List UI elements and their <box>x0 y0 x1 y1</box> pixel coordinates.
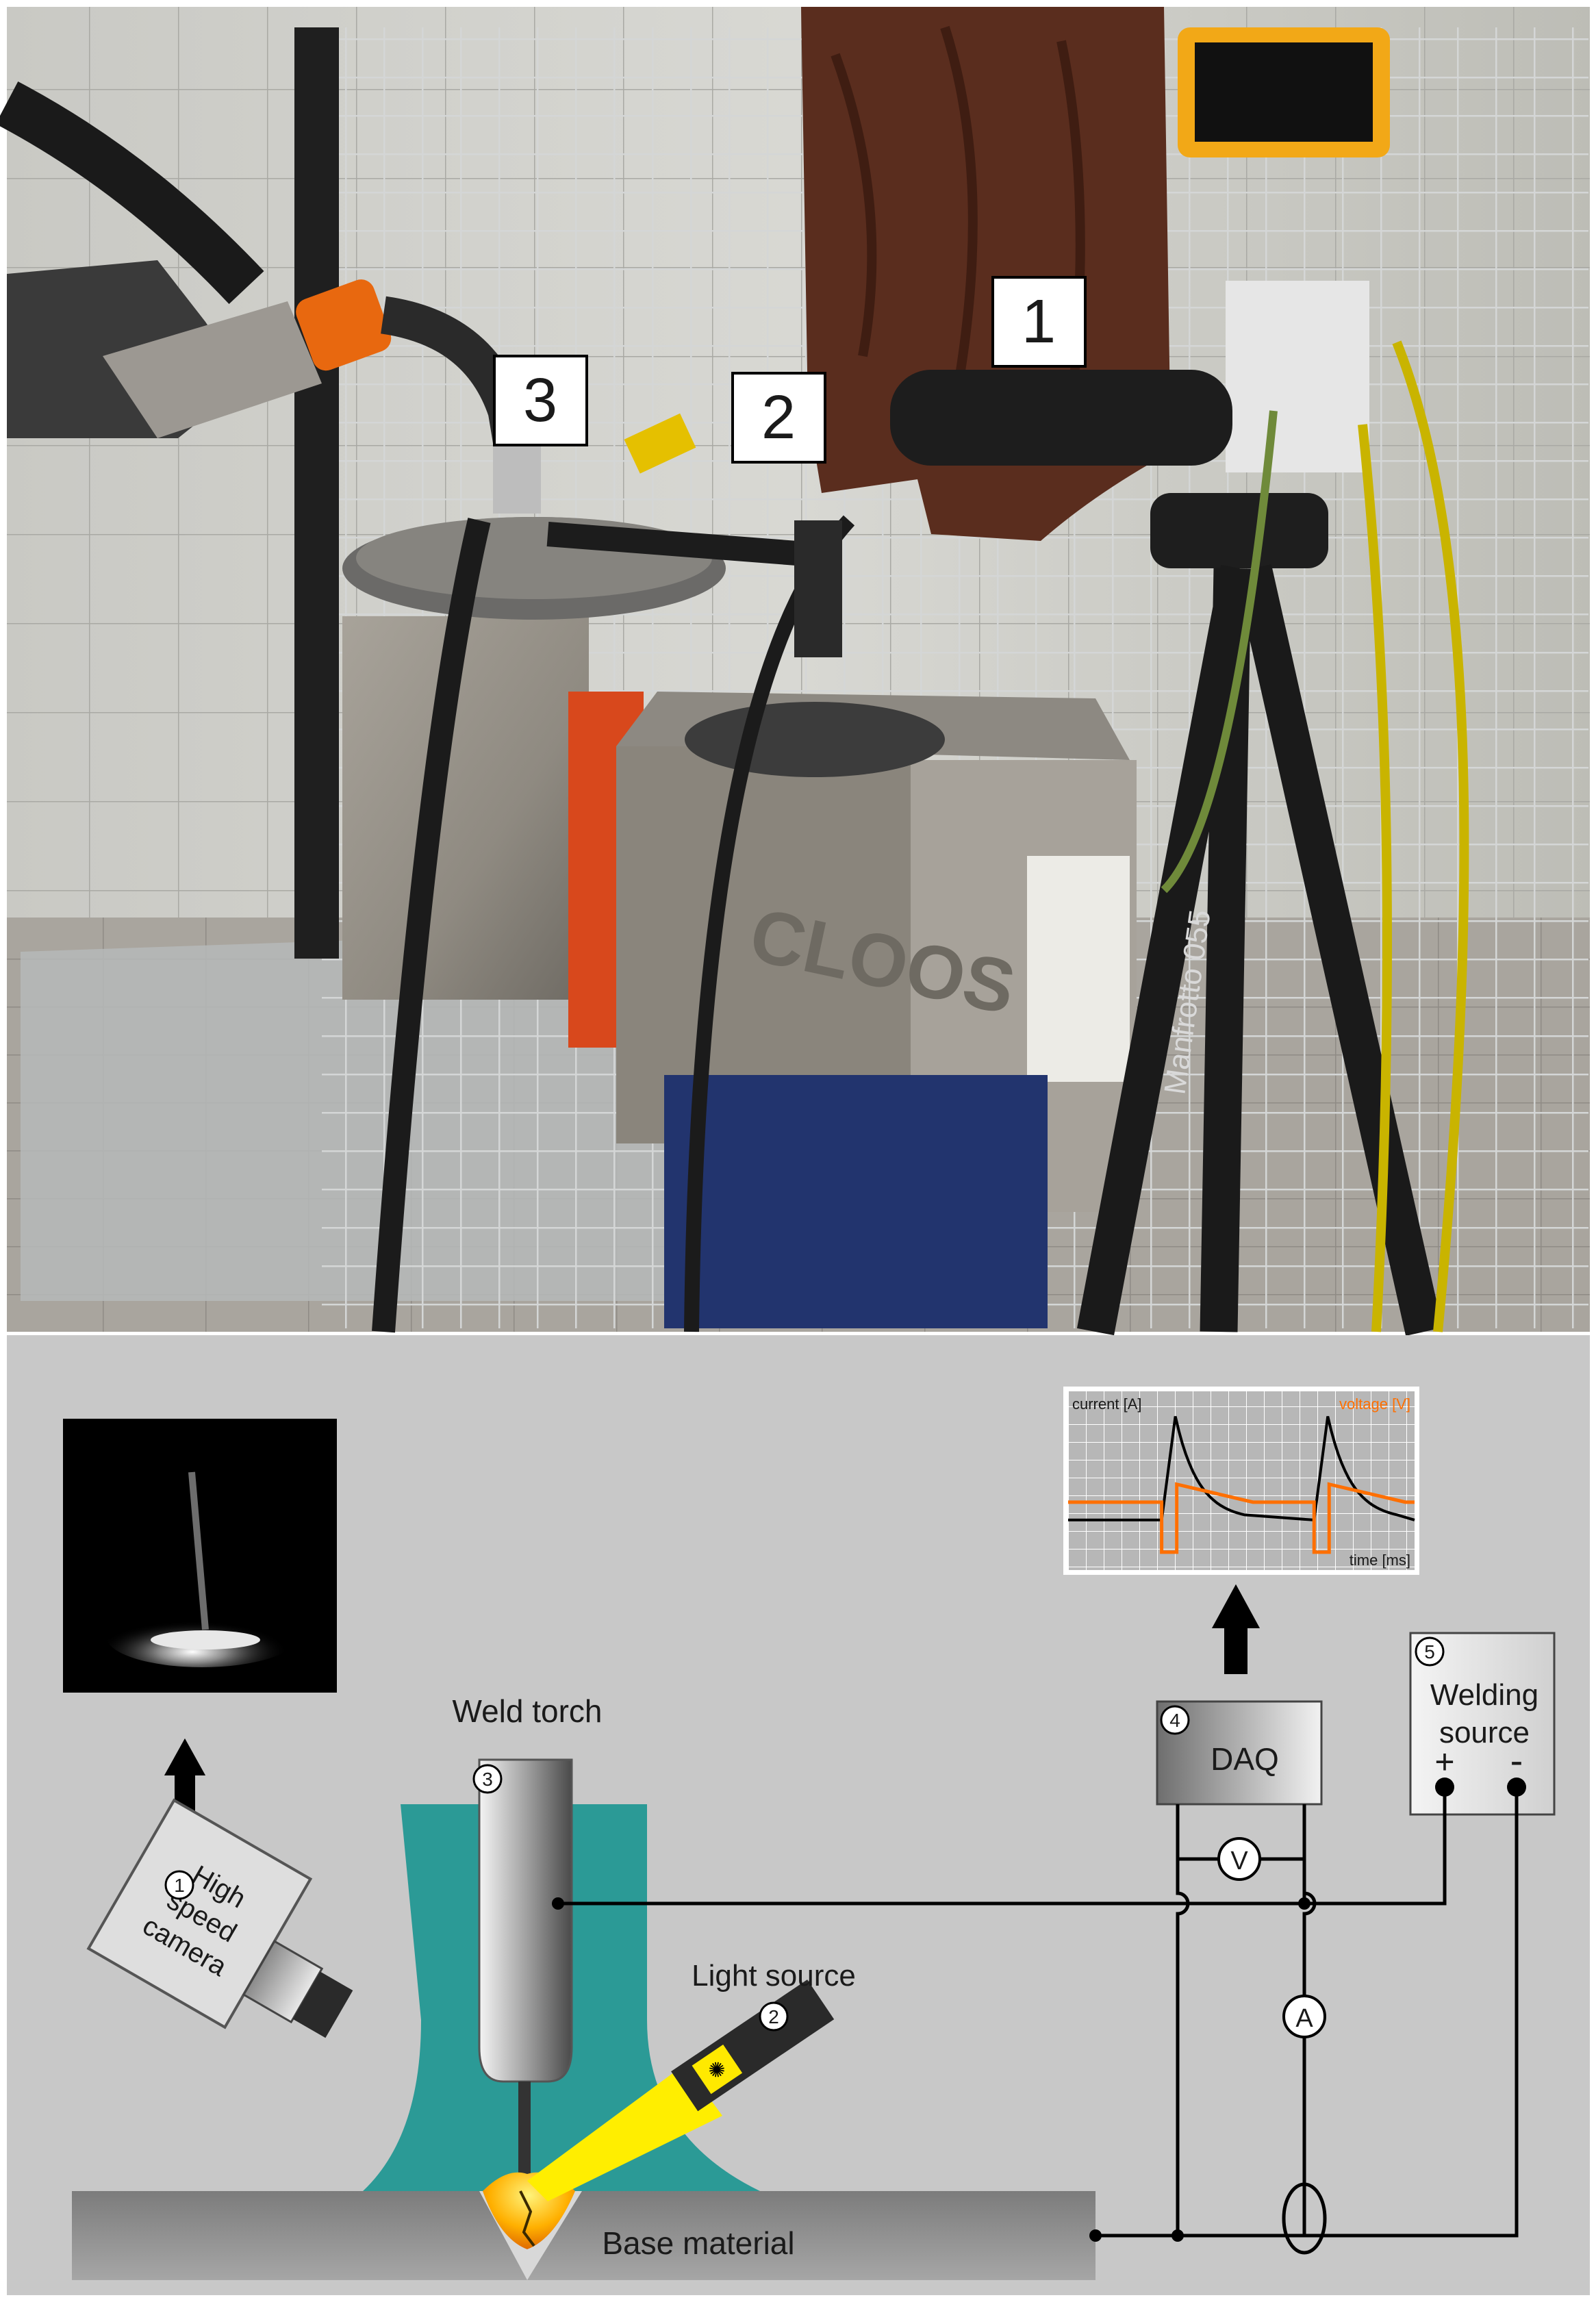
laser-warning-label <box>692 2045 743 2095</box>
voltage-trace <box>1068 1482 1415 1554</box>
base-material-label: Base material <box>602 2225 794 2261</box>
marker-torch-number: 3 <box>482 1769 493 1790</box>
torch-to-plus-wire <box>558 1787 1447 1906</box>
schematic-panel: current [A] voltage [V] time [ms] Base m… <box>7 1335 1590 2295</box>
voltmeter <box>1217 1837 1261 1881</box>
signal-cables <box>1358 340 1469 1332</box>
daq-label: DAQ <box>1211 1741 1279 1777</box>
callout-1: 1 <box>991 276 1087 368</box>
daq-up-arrow-stem <box>1224 1626 1247 1674</box>
monitor-screen <box>1195 42 1373 142</box>
marker-light: 2 <box>759 2001 789 2032</box>
marker-camera: 1 <box>164 1870 194 1900</box>
marker-source-number: 5 <box>1424 1641 1435 1662</box>
high-speed-camera: High speed camera <box>86 1798 353 2038</box>
blue-pedestal <box>664 1075 1048 1328</box>
ammeter <box>1282 1995 1326 2038</box>
camera-lens-photo <box>890 370 1232 466</box>
light-source: ✺ <box>671 1980 835 2112</box>
voltmeter-label: V <box>1230 1847 1248 1875</box>
pool-crack <box>519 2190 535 2247</box>
terminal-plus-label: + <box>1434 1743 1454 1781</box>
base-junction <box>1089 2229 1102 2242</box>
callout-1-number: 1 <box>1022 288 1056 356</box>
torch-nozzle-photo <box>493 438 541 514</box>
fence-post <box>294 27 339 959</box>
current-trace <box>1068 1416 1415 1522</box>
nameplate <box>1027 856 1130 1082</box>
scope-current-label: current [A] <box>1072 1395 1141 1413</box>
marker-torch: 3 <box>472 1764 503 1794</box>
green-cable <box>1161 410 1278 894</box>
scope-voltage-label: voltage [V] <box>1339 1395 1410 1413</box>
scope-time-label: time [ms] <box>1350 1552 1410 1569</box>
positioner-box-left <box>342 616 589 1000</box>
box-lid <box>685 702 945 777</box>
oscilloscope: current [A] voltage [V] time [ms] <box>1063 1387 1419 1575</box>
laser-beam <box>527 2064 722 2201</box>
photo-panel: CLOOS Manfrotto 055 <box>0 7 1590 1337</box>
torch-junction <box>552 1897 564 1910</box>
ground-junction <box>1171 2229 1184 2242</box>
weld-torch-label: Weld torch <box>452 1693 602 1729</box>
welding-source-label-line1: Welding <box>1430 1678 1538 1712</box>
daq-current-lead <box>1302 1804 1317 2236</box>
rotary-table-top <box>356 517 712 599</box>
current-clamp <box>1282 2182 1327 2255</box>
clamp <box>794 520 842 657</box>
welding-source-label-line2: source <box>1439 1716 1530 1749</box>
marker-daq: 4 <box>1160 1705 1190 1735</box>
high-speed-wire <box>188 1471 209 1630</box>
camera-body-photo <box>1226 281 1369 472</box>
base-material <box>72 2191 1095 2280</box>
ammeter-label: A <box>1295 2004 1313 2033</box>
robot-flange <box>296 279 392 371</box>
marker-daq-number: 4 <box>1169 1710 1180 1731</box>
robot-wrist <box>103 301 322 438</box>
high-speed-pool <box>151 1630 260 1649</box>
ground-cable <box>372 518 491 1333</box>
wire-electrode <box>518 2082 531 2188</box>
tripod-head <box>1150 493 1328 568</box>
voltmeter-leads <box>1178 1857 1306 1903</box>
marker-light-number: 2 <box>768 2006 779 2027</box>
robot-cable <box>0 81 264 304</box>
callout-2-number: 2 <box>761 383 796 452</box>
scope-grid <box>1068 1391 1415 1570</box>
wiring <box>558 1787 1519 2238</box>
marker-source: 5 <box>1415 1636 1445 1667</box>
laser-arm <box>546 522 816 567</box>
voltage-junction <box>1298 1897 1310 1910</box>
callout-3: 3 <box>493 355 588 446</box>
contact-tube <box>478 1758 573 2083</box>
callout-2: 2 <box>731 372 826 464</box>
laser-head-photo <box>624 413 696 474</box>
base-to-minus-wire <box>1095 1787 1519 2238</box>
camera-lens <box>292 1971 353 2038</box>
light-source-label: Light source <box>692 1959 856 1993</box>
daq-ground-lead <box>1176 1804 1190 2236</box>
callout-3-number: 3 <box>523 366 557 435</box>
terminal-minus-label: - <box>1510 1738 1523 1782</box>
marker-camera-number: 1 <box>174 1875 185 1896</box>
